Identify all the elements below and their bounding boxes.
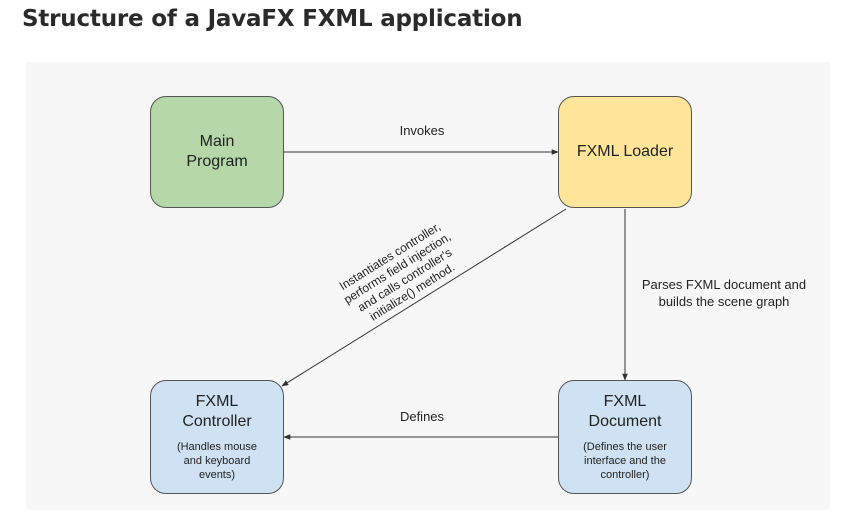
fxml-controller-title-line1: FXML bbox=[195, 393, 239, 410]
fxml-controller-desc-line2: and keyboard bbox=[183, 455, 251, 467]
fxml-document-desc-line2: interface and the bbox=[584, 455, 666, 467]
fxml-document-desc-line3: controller) bbox=[600, 469, 650, 481]
fxml-document-desc-line1: (Defines the user bbox=[583, 441, 667, 453]
fxml-controller-desc-line3: events) bbox=[198, 469, 236, 481]
invokes-label: Invokes bbox=[399, 123, 445, 138]
defines-label: Defines bbox=[399, 409, 445, 424]
main-program-title-line2: Program bbox=[186, 153, 248, 170]
fxml-controller-node: FXML Controller (Handles mouse and keybo… bbox=[150, 380, 284, 494]
fxml-controller-desc-line1: (Handles mouse bbox=[176, 441, 258, 453]
fxml-controller-description: (Handles mouse and keyboard events) bbox=[177, 440, 257, 482]
fxml-document-node: FXML Document (Defines the user interfac… bbox=[558, 380, 692, 494]
main-program-node: Main Program bbox=[150, 96, 284, 208]
fxml-loader-node: FXML Loader bbox=[558, 96, 692, 208]
parses-label-line1: Parses FXML document and bbox=[641, 277, 807, 292]
parses-label: Parses FXML document and builds the scen… bbox=[634, 276, 814, 310]
fxml-controller-title-line2: Controller bbox=[182, 413, 252, 430]
fxml-loader-title: FXML Loader bbox=[576, 143, 674, 160]
main-program-title-line1: Main bbox=[199, 133, 235, 150]
parses-label-line2: builds the scene graph bbox=[658, 294, 790, 309]
page-title: Structure of a JavaFX FXML application bbox=[22, 6, 523, 32]
fxml-document-title-line1: FXML bbox=[603, 393, 647, 410]
instantiates-arrow bbox=[281, 208, 567, 387]
fxml-document-description: (Defines the user interface and the cont… bbox=[583, 440, 667, 482]
fxml-document-title-line2: Document bbox=[588, 413, 662, 430]
